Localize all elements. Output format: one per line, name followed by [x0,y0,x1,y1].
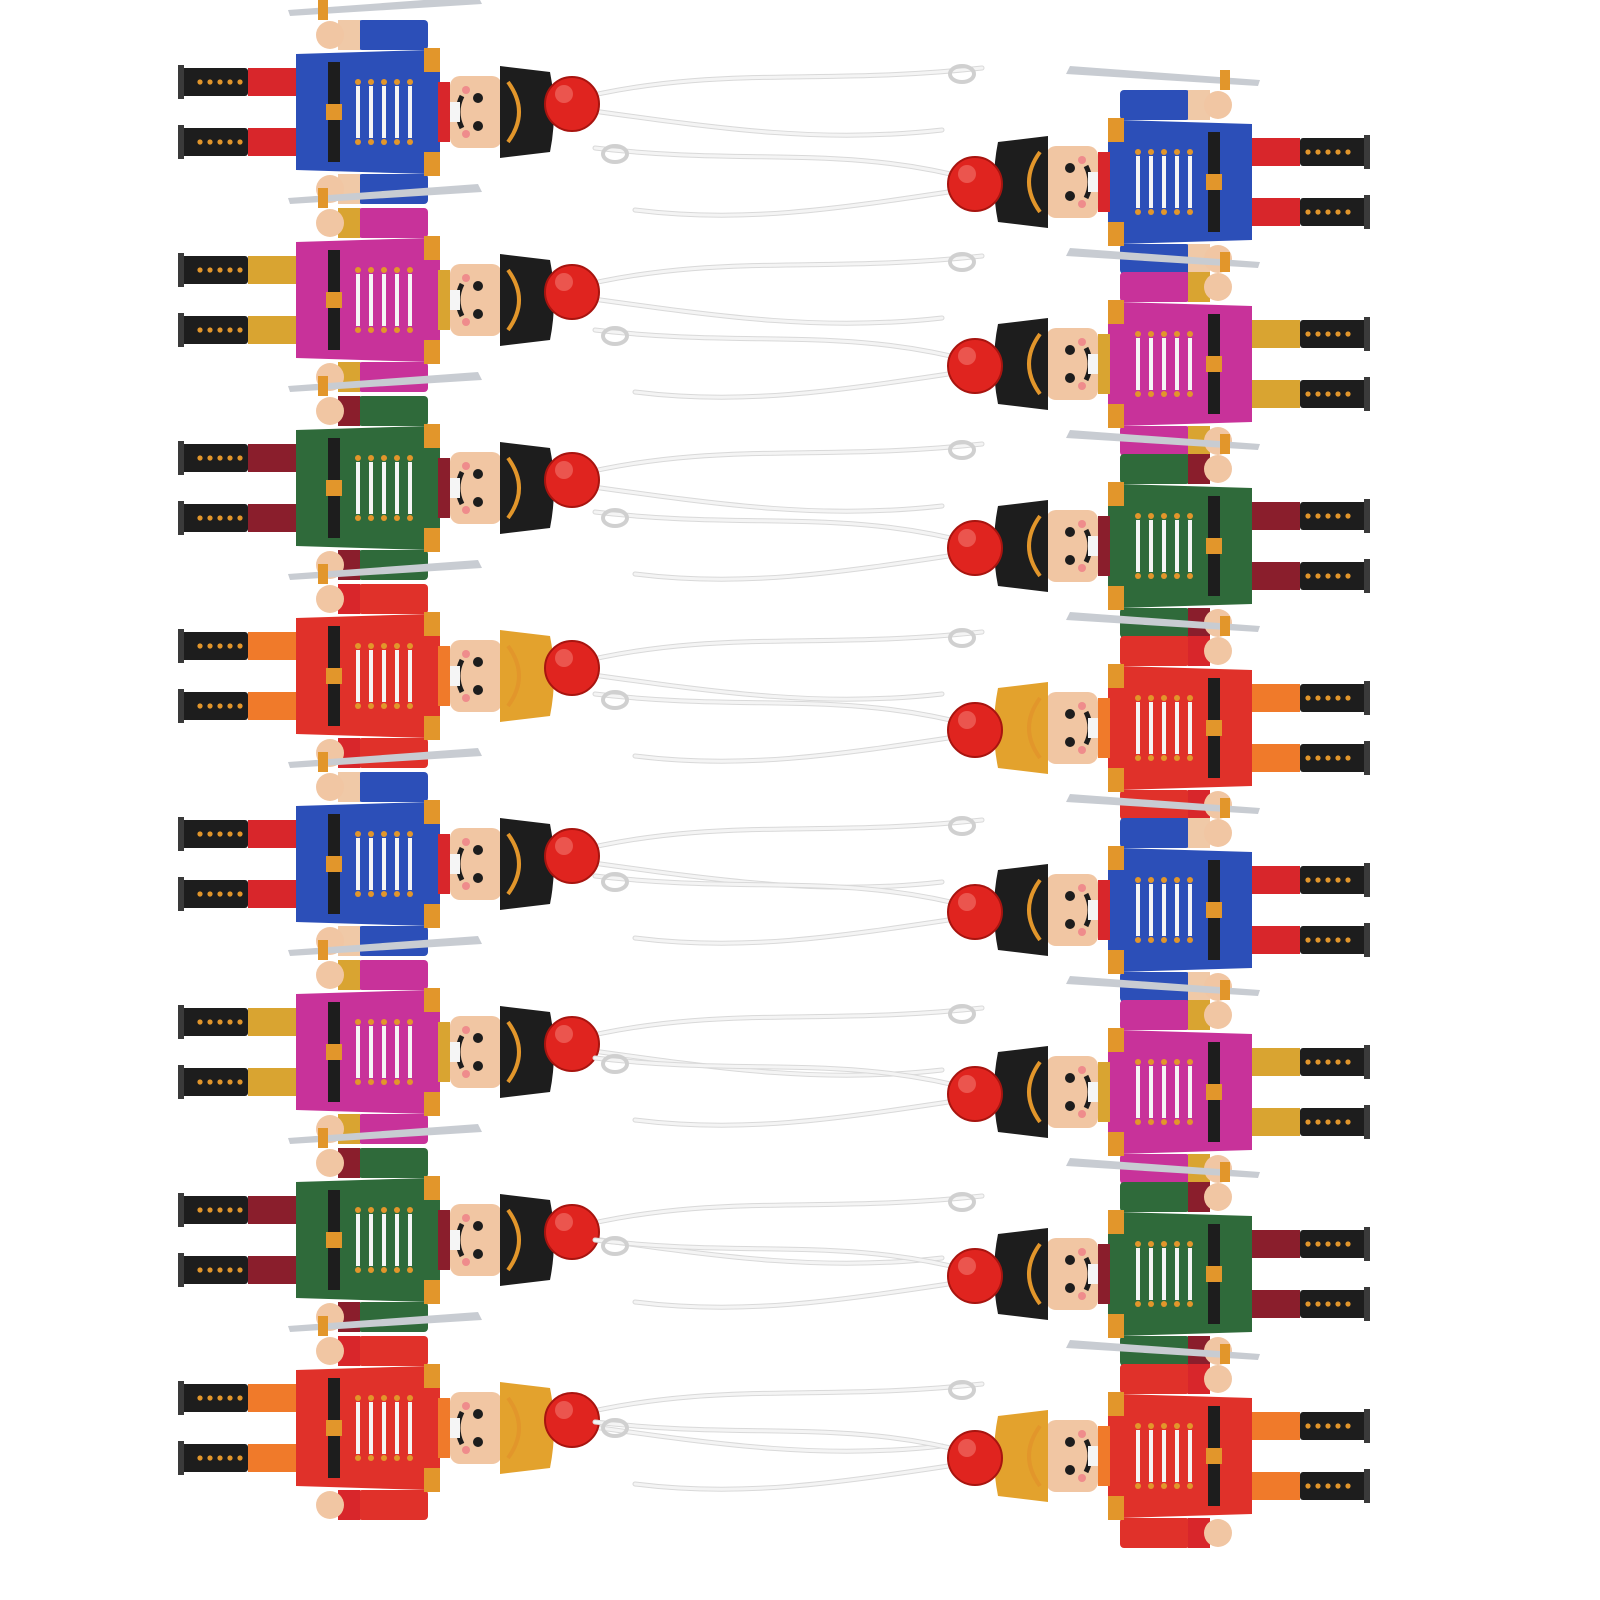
nutcracker-ornament [178,0,554,204]
nutcracker-ornament [178,372,554,580]
cord-with-bead [592,872,1003,946]
nutcracker-ornament [178,560,554,768]
cord-with-bead [544,628,985,702]
nutcracker-ornament [994,976,1370,1184]
nutcracker-ornament [994,1340,1370,1548]
cord-with-bead [592,326,1003,400]
cord-with-bead [592,144,1003,218]
cord-with-bead [544,1192,985,1266]
nutcracker-ornament [178,1312,554,1520]
nutcracker-ornament [178,936,554,1144]
nutcracker-ornament [178,748,554,956]
nutcracker-ornament [994,794,1370,1002]
nutcracker-ornament [994,612,1370,820]
cord-with-bead [592,508,1003,582]
cord-with-bead [592,1236,1003,1310]
nutcracker-ornament [178,184,554,392]
nutcracker-ornament [994,248,1370,456]
cord-with-bead [592,690,1003,764]
cord-with-bead [544,440,985,514]
cord-with-bead [544,252,985,326]
cord-with-bead [544,64,985,138]
nutcracker-ornament [178,1124,554,1332]
nutcracker-ornament [994,66,1370,274]
cord-with-bead [592,1054,1003,1128]
nutcracker-ornament [994,1158,1370,1366]
cord-with-bead [592,1418,1003,1492]
nutcracker-ornament [994,430,1370,638]
